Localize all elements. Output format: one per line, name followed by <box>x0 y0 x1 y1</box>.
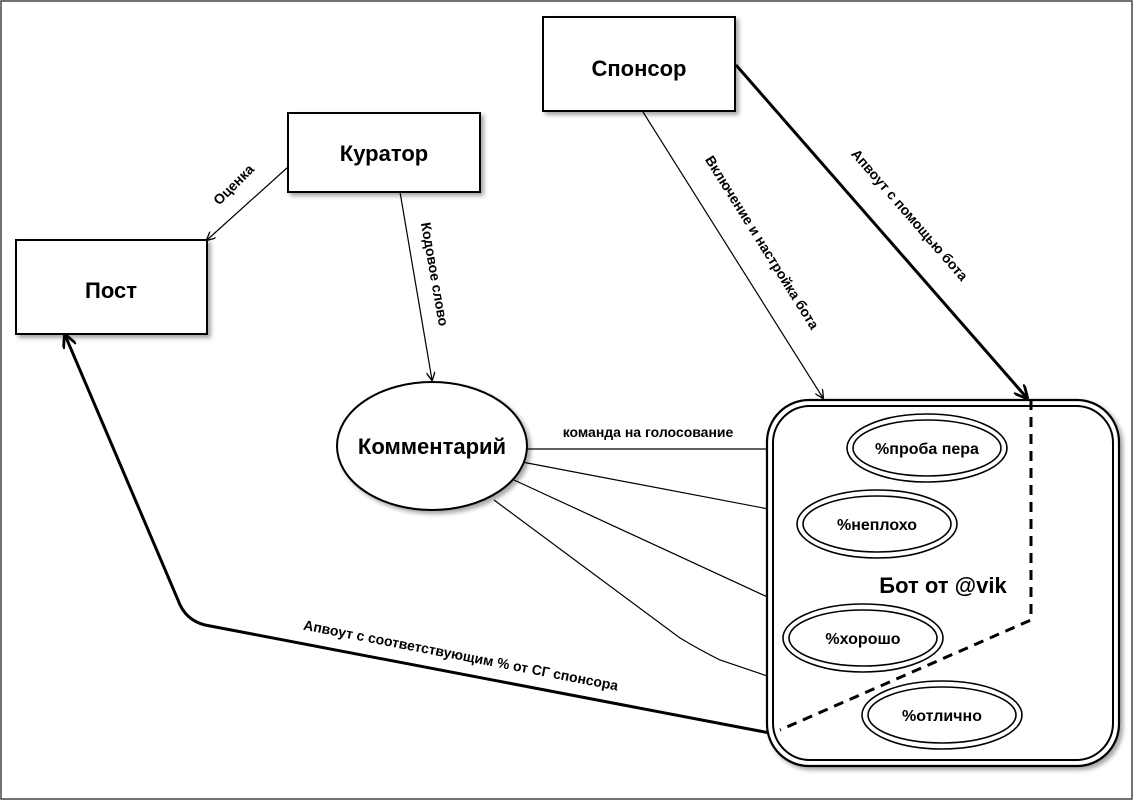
edge-curator-post <box>207 166 289 240</box>
sponsor-node <box>542 16 736 112</box>
option-node-2 <box>796 489 958 559</box>
option-node-4 <box>861 680 1023 750</box>
comment-node <box>336 381 528 511</box>
comment-label: Комментарий <box>358 434 506 459</box>
post-node <box>15 239 208 335</box>
edge-curator-comment <box>399 191 432 380</box>
bot-dashed-divider <box>779 400 1033 732</box>
edge-label-comment-vote: команда на голосование <box>563 424 734 440</box>
edge-label-bot-post: Апвоут с соответствующим % от СГ спонсор… <box>302 617 620 694</box>
edge-label-sponsor-setup: Включение и настройка бота <box>702 153 822 333</box>
edge-comment-option3 <box>513 479 800 612</box>
curator-label: Куратор <box>340 141 428 166</box>
bot-container-inner <box>772 405 1114 761</box>
option-label-1: %проба пера <box>875 441 979 458</box>
option-label-4: %отлично <box>902 708 982 725</box>
sponsor-label: Спонсор <box>591 56 686 81</box>
edge-comment-option4 <box>493 499 862 708</box>
edge-label-curator-comment: Кодовое слово <box>418 221 452 327</box>
option-node-1 <box>846 413 1008 483</box>
option-label-2: %неплохо <box>837 517 917 534</box>
curator-node <box>287 112 481 193</box>
edge-sponsor-upvote <box>734 64 1027 398</box>
post-label: Пост <box>85 278 137 303</box>
bot-label: Бот от @vik <box>879 573 1007 598</box>
edge-comment-option2 <box>521 461 800 515</box>
edge-bot-post <box>65 335 776 736</box>
option-node-3 <box>782 603 944 673</box>
option-label-3: %хорошо <box>825 631 900 648</box>
edge-sponsor-bot-setup <box>642 111 823 398</box>
